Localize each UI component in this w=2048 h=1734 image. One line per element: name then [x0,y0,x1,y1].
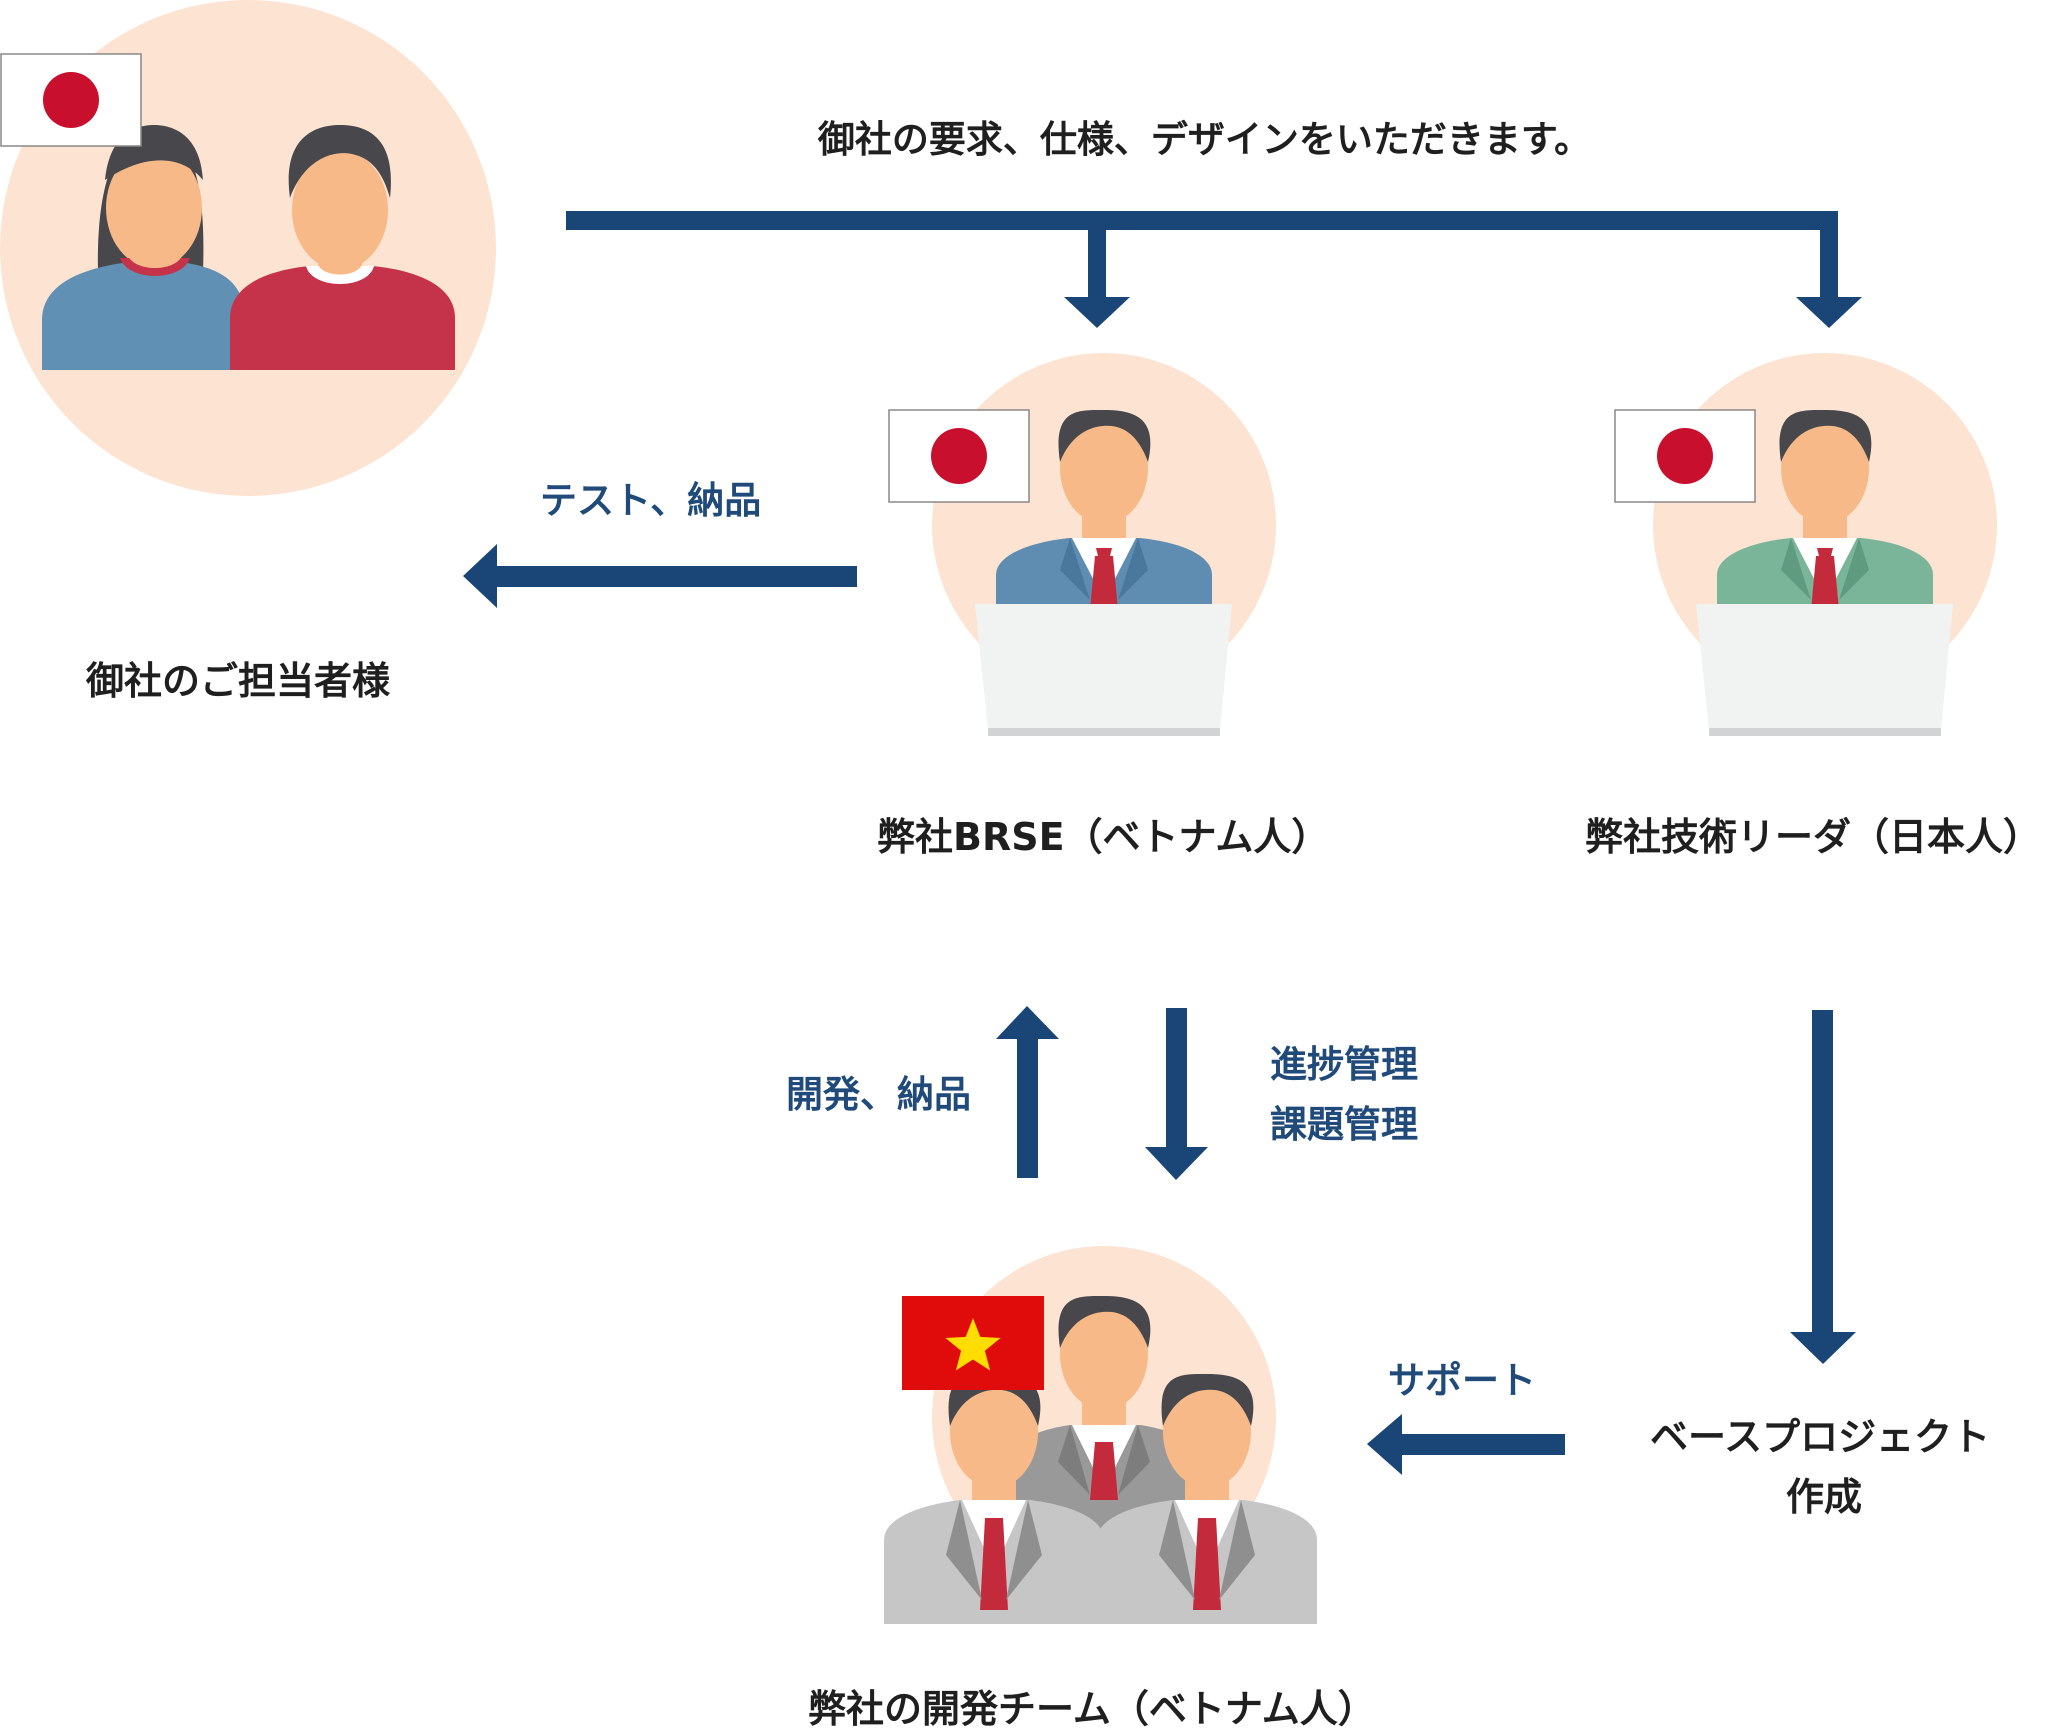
test-delivery-label: テスト、納品 [540,479,762,522]
person-icon [996,409,1212,610]
base-project-arrow [1790,1010,1856,1364]
progress-management-label: 進捗管理 [1270,1043,1418,1086]
brse-figure [888,353,1276,736]
support-arrow [1367,1414,1565,1475]
dev-delivery-arrow [996,1006,1059,1178]
man-icon [230,125,455,370]
japan-flag-icon [0,53,142,147]
japan-flag-icon [888,409,1030,503]
requirements-arrow [566,211,1862,328]
base-project-label: ベースプロジェクト [1650,1415,1991,1459]
laptop-icon [1696,604,1953,736]
japan-flag-icon [1614,409,1756,503]
person-icon [1717,409,1933,610]
person-icon [1097,1373,1317,1624]
base-project-label-line2: 作成 [1786,1475,1863,1519]
tech-leader-label: 弊社技術リーダ（日本人） [1585,815,2042,859]
brse-label: 弊社BRSE（ベトナム人） [877,815,1330,859]
dev-team-figure [884,1246,1317,1624]
dev-delivery-label: 開発、納品 [786,1073,971,1116]
arrows [463,211,1862,1475]
issue-management-label: 課題管理 [1270,1103,1418,1146]
client-figure [0,0,496,496]
support-label: サポート [1388,1359,1536,1402]
progress-management-arrow [1145,1008,1208,1180]
client-label: 御社のご担当者様 [86,659,391,703]
laptop-icon [975,604,1232,736]
tech-leader-figure [1614,353,1997,736]
test-delivery-arrow [463,544,857,608]
top-message-label: 御社の要求、仕様、デザインをいただきます。 [817,118,1592,161]
vietnam-flag-icon [902,1296,1044,1390]
dev-team-label: 弊社の開発チーム（ベトナム人） [808,1687,1376,1731]
woman-icon [42,125,245,370]
